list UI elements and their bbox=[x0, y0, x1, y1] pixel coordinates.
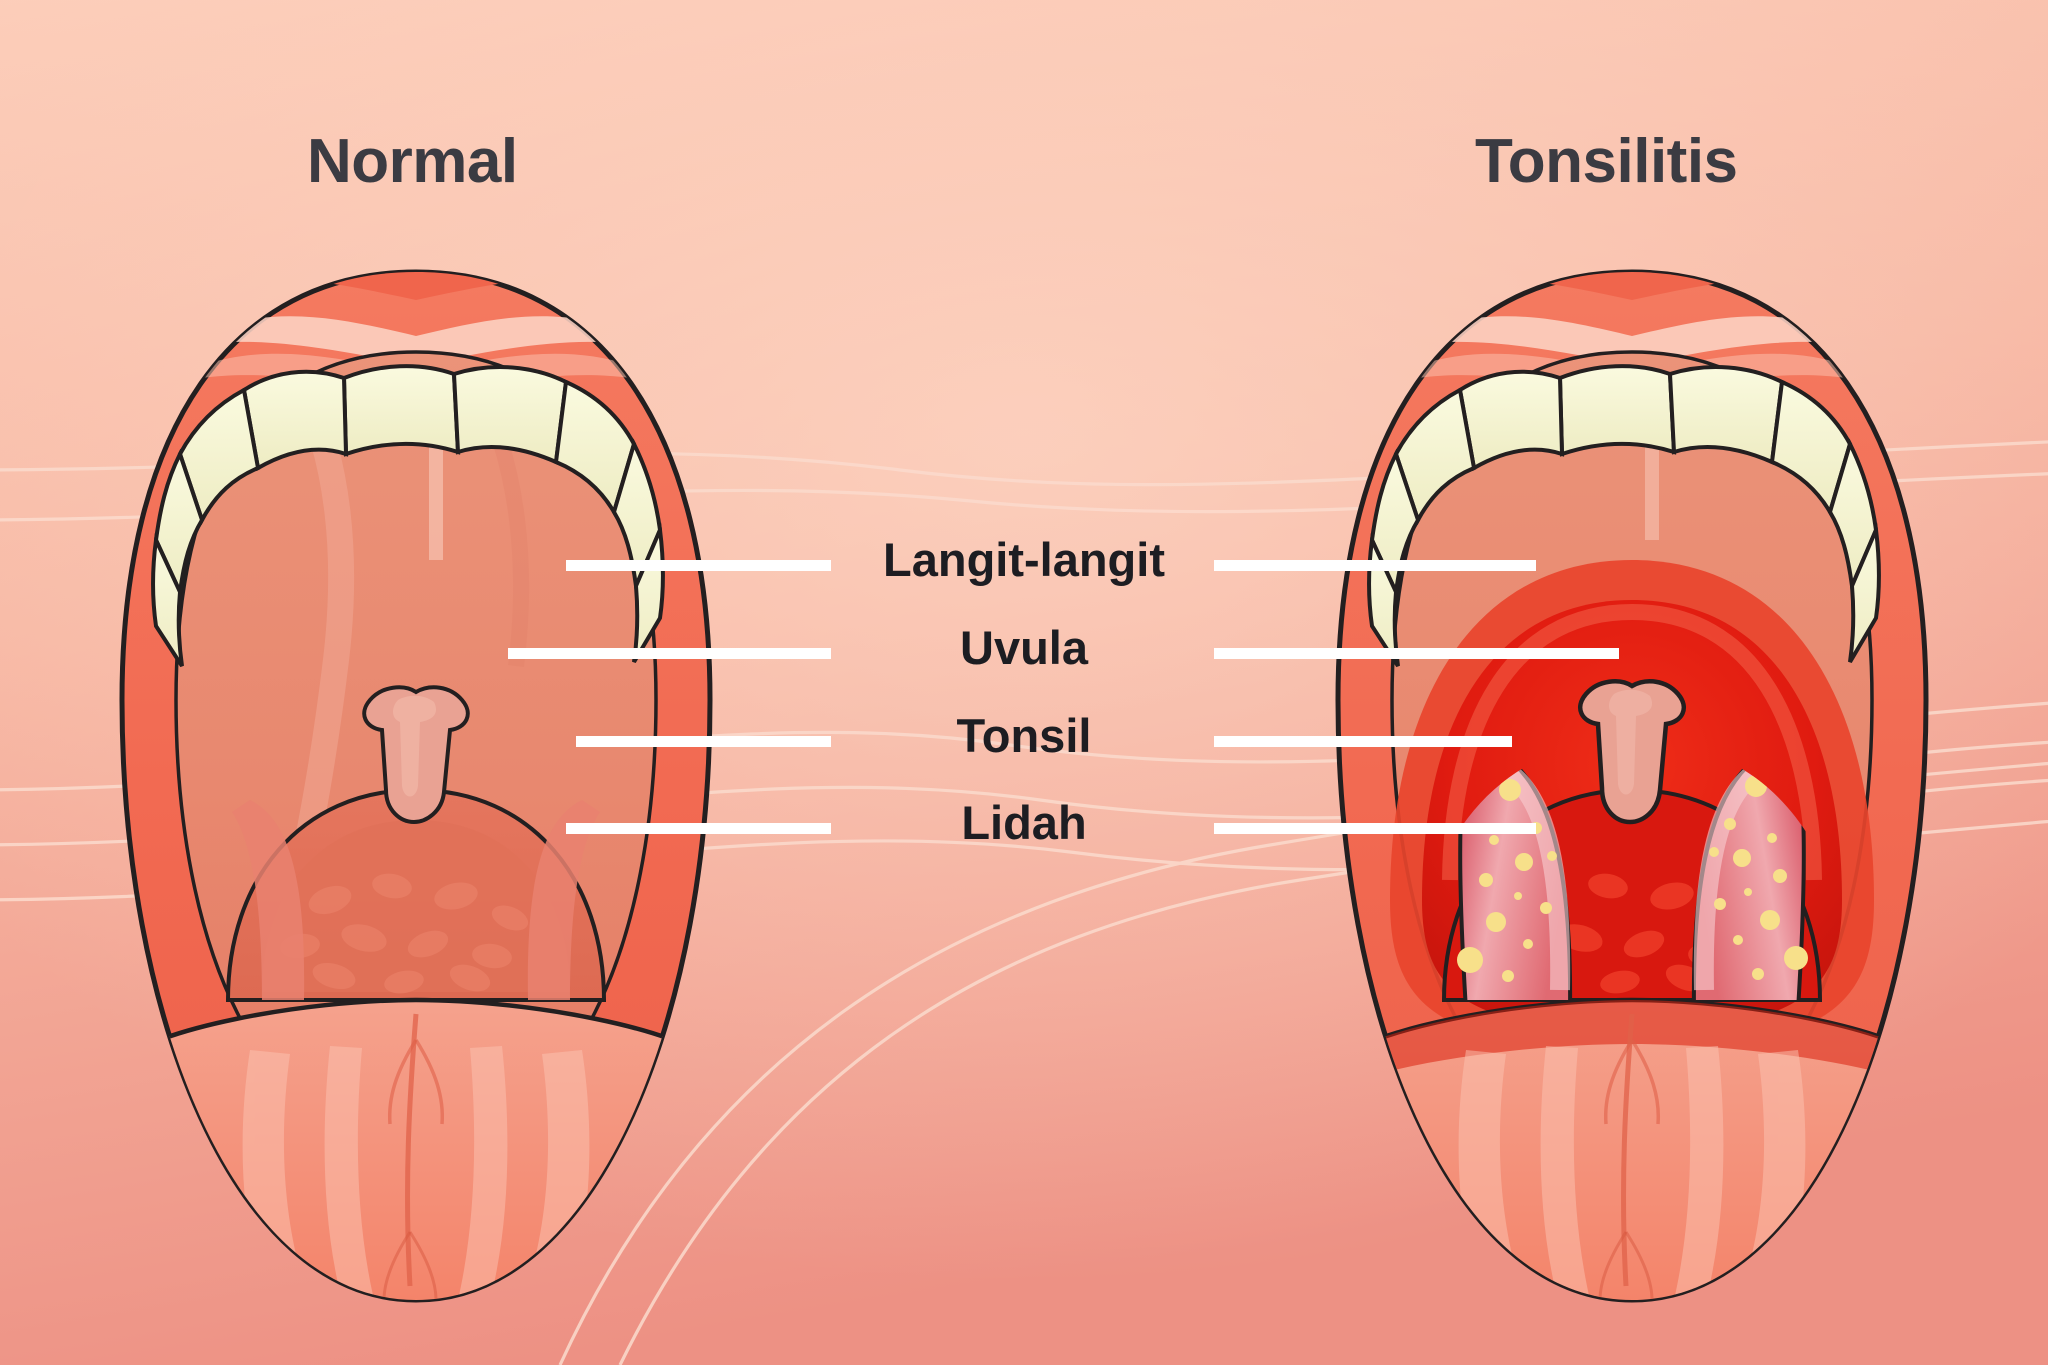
label-langit-langit: Langit-langit bbox=[883, 533, 1165, 586]
exudate-spots-left bbox=[1457, 779, 1557, 982]
label-lidah: Lidah bbox=[961, 796, 1087, 849]
panel-title-normal: Normal bbox=[307, 127, 518, 196]
leader-line-langit-langit-right bbox=[1214, 560, 1536, 571]
label-uvula: Uvula bbox=[960, 621, 1088, 674]
leader-line-tonsil-right bbox=[1214, 736, 1512, 747]
leader-line-uvula-right bbox=[1214, 648, 1619, 659]
exudate-spots-right bbox=[1709, 775, 1808, 980]
leader-line-uvula-left bbox=[508, 648, 831, 659]
leader-line-lidah-right bbox=[1214, 823, 1536, 834]
panel-title-tonsilitis: Tonsilitis bbox=[1475, 127, 1738, 196]
leader-line-lidah-left bbox=[566, 823, 831, 834]
leader-line-langit-langit-left bbox=[566, 560, 831, 571]
label-tonsil: Tonsil bbox=[956, 709, 1092, 762]
leader-line-tonsil-left bbox=[576, 736, 831, 747]
